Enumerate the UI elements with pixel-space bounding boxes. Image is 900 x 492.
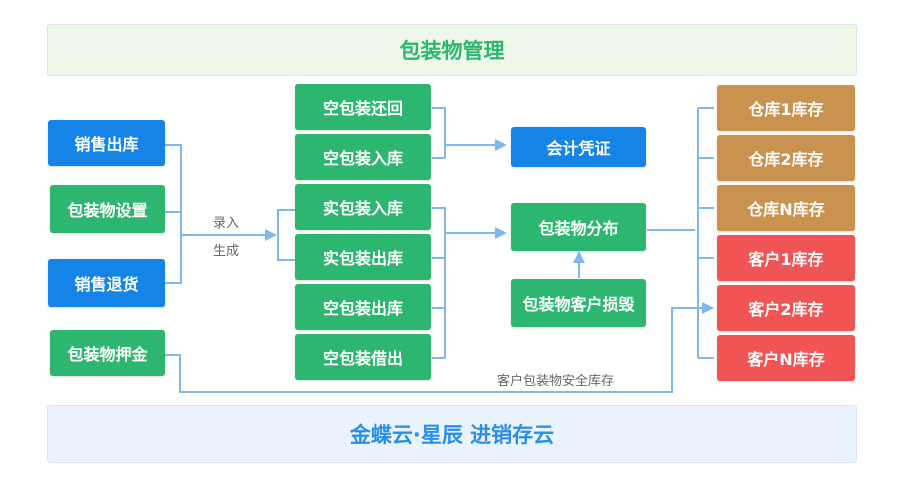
- sales-out-box[interactable]: 销售出库: [48, 120, 165, 166]
- sales-out-label: 销售出库: [74, 135, 139, 154]
- op-full-inbound-label: 实包装入库: [322, 199, 403, 218]
- inventory-warehouse-n-box[interactable]: 仓库N库存: [717, 185, 855, 231]
- inventory-customer-2-label: 客户2库存: [748, 300, 824, 319]
- op-empty-outbound-box[interactable]: 空包装出库: [295, 284, 431, 330]
- op-empty-outbound-label: 空包装出库: [322, 299, 403, 318]
- op-empty-lend-box[interactable]: 空包装借出: [295, 334, 431, 380]
- line-ops-bracket-left: [277, 209, 295, 261]
- inventory-warehouse-1-label: 仓库1库存: [748, 100, 824, 119]
- inventory-warehouse-2-box[interactable]: 仓库2库存: [717, 135, 855, 181]
- inventory-warehouse-2-label: 仓库2库存: [748, 150, 824, 169]
- voucher-label: 会计凭证: [546, 139, 611, 158]
- inventory-warehouse-n-label: 仓库N库存: [747, 200, 825, 219]
- op-empty-inbound-label: 空包装入库: [322, 149, 403, 168]
- op-full-outbound-box[interactable]: 实包装出库: [295, 234, 431, 280]
- footer-title: 金蝶云·星辰 进销存云: [349, 423, 555, 447]
- customer-damage-box[interactable]: 包装物客户损毁: [511, 279, 646, 327]
- header-banner: 包装物管理: [47, 24, 857, 76]
- edge-label-generate: 生成: [213, 244, 240, 259]
- line-inv-rows: [698, 107, 714, 359]
- op-empty-lend-label: 空包装借出: [322, 349, 403, 368]
- line-deposit-route: [165, 302, 714, 393]
- edge-label-entry: 录入: [213, 216, 240, 231]
- voucher-box[interactable]: 会计凭证: [511, 127, 646, 167]
- header-title: 包装物管理: [399, 39, 505, 63]
- line-ops-bracket-right-top: [432, 107, 446, 159]
- customer-damage-label: 包装物客户损毁: [522, 295, 635, 314]
- line-sales-out: [165, 144, 182, 284]
- op-empty-inbound-box[interactable]: 空包装入库: [295, 134, 431, 180]
- packaging-settings-label: 包装物设置: [67, 201, 148, 220]
- distribution-label: 包装物分布: [538, 219, 619, 238]
- packaging-deposit-box[interactable]: 包装物押金: [50, 330, 165, 376]
- line-ops-bracket-right: [432, 207, 446, 359]
- inventory-customer-1-box[interactable]: 客户1库存: [717, 235, 855, 281]
- distribution-box[interactable]: 包装物分布: [511, 203, 646, 251]
- op-empty-return-label: 空包装还回: [322, 99, 403, 118]
- packaging-deposit-label: 包装物押金: [67, 345, 148, 364]
- sales-return-box[interactable]: 销售退货: [48, 259, 165, 307]
- edge-label-safety-stock: 客户包装物安全库存: [497, 374, 615, 389]
- footer-banner: 金蝶云·星辰 进销存云: [47, 405, 857, 463]
- op-full-inbound-box[interactable]: 实包装入库: [295, 184, 431, 230]
- line-ops-rows: [432, 257, 445, 309]
- packaging-settings-box[interactable]: 包装物设置: [50, 185, 165, 233]
- inventory-customer-2-box[interactable]: 客户2库存: [717, 285, 855, 331]
- sales-return-label: 销售退货: [74, 275, 139, 294]
- inventory-warehouse-1-box[interactable]: 仓库1库存: [717, 85, 855, 131]
- inventory-customer-n-label: 客户N库存: [747, 350, 825, 369]
- op-full-outbound-label: 实包装出库: [322, 249, 403, 268]
- inventory-customer-n-box[interactable]: 客户N库存: [717, 335, 855, 381]
- op-empty-return-box[interactable]: 空包装还回: [295, 84, 431, 130]
- inventory-customer-1-label: 客户1库存: [748, 250, 824, 269]
